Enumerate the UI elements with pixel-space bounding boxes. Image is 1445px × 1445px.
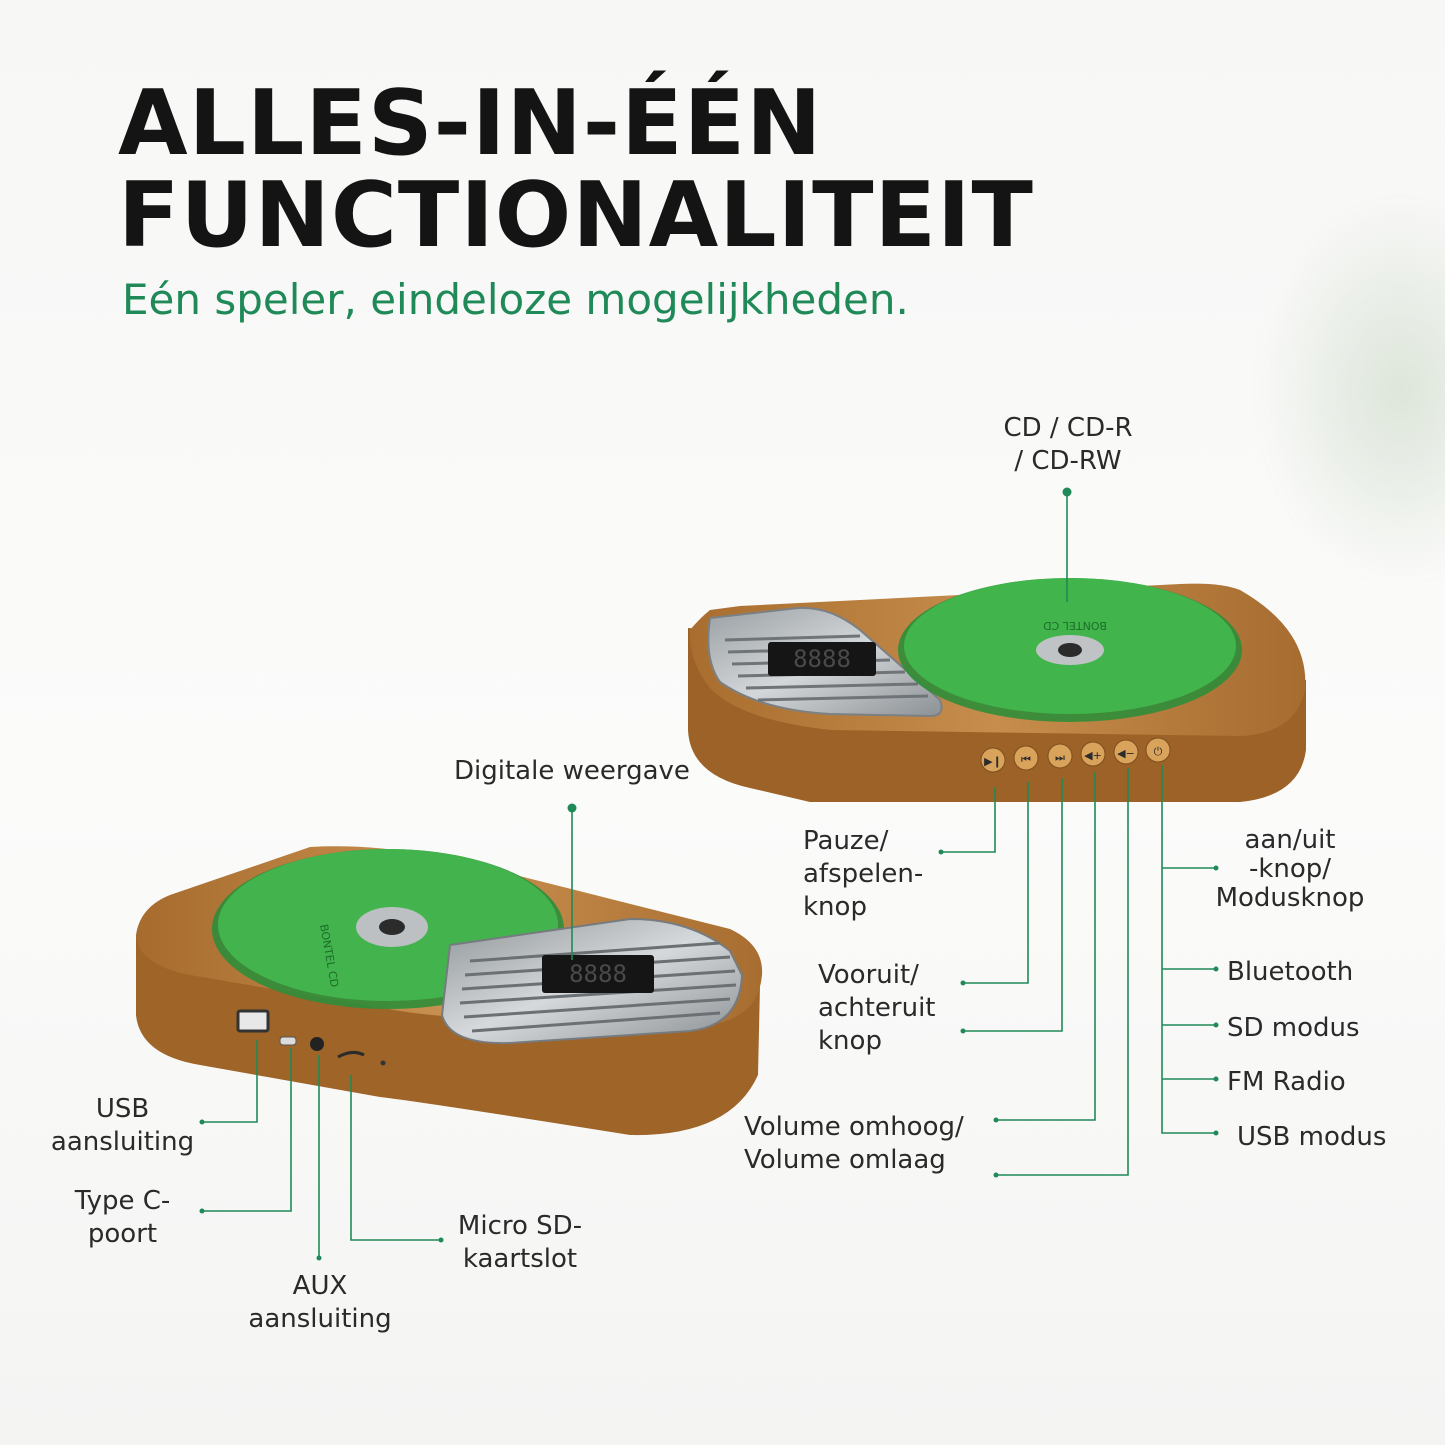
label-volume: Volume omhoog/ Volume omlaag bbox=[744, 1112, 964, 1175]
digital-display bbox=[542, 955, 654, 993]
label-cd: CD / CD-R / CD-RW bbox=[1003, 413, 1133, 476]
previous-icon: ⏮ bbox=[1021, 753, 1031, 766]
svg-text:8888: 8888 bbox=[793, 645, 851, 673]
volume-up-icon: ◀+ bbox=[1084, 749, 1102, 762]
label-display: Digitale weergave bbox=[454, 756, 690, 786]
power-icon: ⏻ bbox=[1154, 745, 1163, 758]
label-skip: Vooruit/ achteruit knop bbox=[818, 960, 936, 1056]
title-line-1: ALLES-IN-ÉÉN bbox=[118, 71, 823, 176]
label-aux: AUX aansluiting bbox=[248, 1271, 392, 1334]
cd-player-top: 8888 BONTEL CD ▶❙ ⏮ ⏭ ◀+ ◀− ⏻ bbox=[688, 578, 1306, 802]
microsd-slot bbox=[337, 1050, 365, 1059]
label-bluetooth: Bluetooth bbox=[1227, 957, 1354, 987]
svg-text:8888: 8888 bbox=[569, 960, 627, 988]
label-power: aan/uit -knop/ Modusknop bbox=[1215, 825, 1365, 913]
background-plant bbox=[1245, 180, 1445, 600]
next-icon: ⏭ bbox=[1055, 751, 1065, 764]
label-fm: FM Radio bbox=[1227, 1067, 1346, 1097]
typec-port bbox=[279, 1036, 297, 1046]
label-typec: Type C- poort bbox=[74, 1186, 171, 1249]
svg-text:BONTEL CD: BONTEL CD bbox=[1043, 619, 1107, 632]
page-title: ALLES-IN-ÉÉN FUNCTIONALITEIT bbox=[118, 78, 1034, 262]
play-pause-icon: ▶❙ bbox=[984, 755, 1002, 768]
label-usb-port: USB aansluiting bbox=[50, 1094, 195, 1157]
disc-spindle bbox=[1058, 643, 1082, 657]
usb-port bbox=[236, 1009, 270, 1033]
title-line-2: FUNCTIONALITEIT bbox=[118, 163, 1034, 268]
aux-port bbox=[310, 1037, 324, 1051]
volume-down-icon: ◀− bbox=[1117, 747, 1135, 760]
disc-spindle bbox=[379, 919, 405, 935]
page-subtitle: Eén speler, eindeloze mogelijkheden. bbox=[122, 275, 909, 324]
label-usb-mode: USB modus bbox=[1237, 1122, 1387, 1152]
label-sd-mode: SD modus bbox=[1227, 1013, 1360, 1043]
cd-player-front: BONTEL CD 8888 bbox=[136, 846, 763, 1136]
label-pause: Pauze/ afspelen- knop bbox=[803, 826, 924, 922]
label-microsd: Micro SD- kaartslot bbox=[457, 1211, 583, 1274]
digital-display bbox=[768, 642, 876, 676]
